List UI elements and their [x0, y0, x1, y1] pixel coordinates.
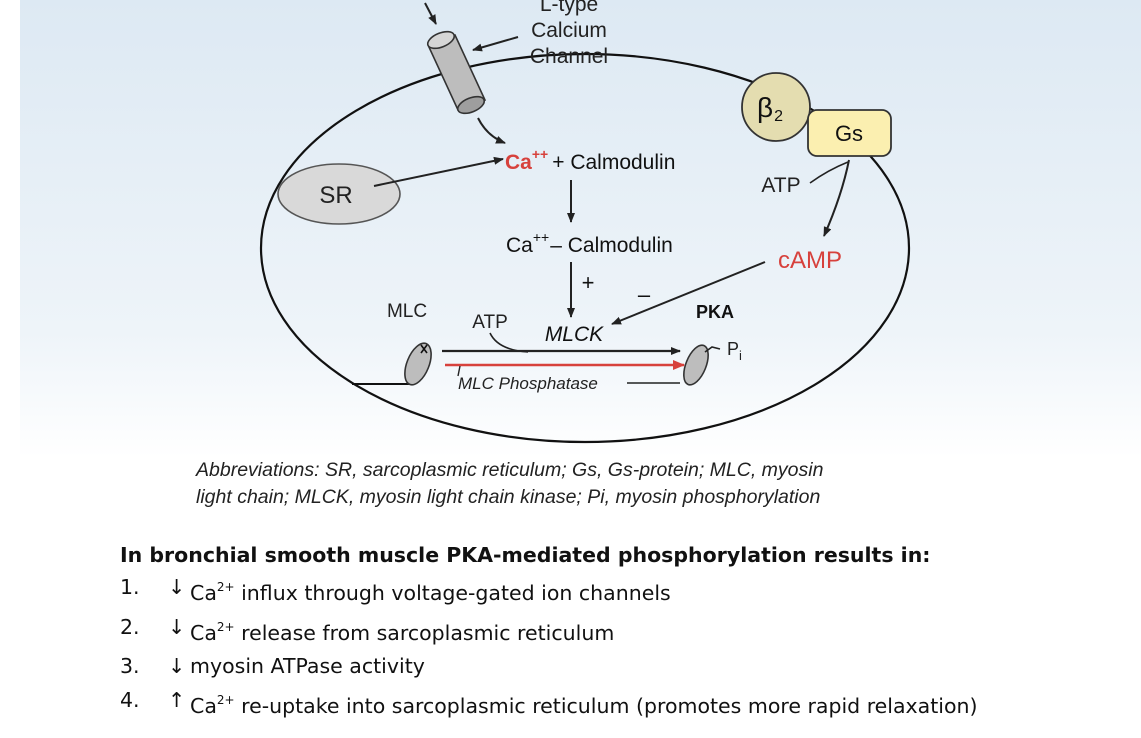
myosin-light-chain-right: [683, 344, 721, 386]
item-number: 1.: [120, 575, 140, 599]
atp-to-gs-line: [809, 161, 849, 184]
sr-label: SR: [319, 182, 352, 209]
channel-label-line3: Channel: [530, 45, 608, 68]
mlc-label: MLC: [387, 301, 427, 322]
atp-binding-curve: [489, 332, 529, 353]
abbreviations-text: Abbreviations: SR, sarcoplasmic reticulu…: [196, 457, 1016, 511]
item-number: 3.: [120, 654, 140, 678]
up-arrow-icon: ↑: [168, 687, 186, 712]
item-charge: 2+: [216, 692, 235, 707]
channel-to-ca-arrow: [477, 117, 506, 144]
item-charge: 2+: [216, 580, 235, 594]
channel-label-line1: L-type: [540, 0, 598, 16]
phosphatase-connector: [457, 365, 461, 377]
camp-label: cAMP: [778, 247, 842, 274]
item-ion: Ca: [190, 581, 217, 605]
item-ion: Ca: [190, 693, 217, 718]
item-charge: 2+: [216, 619, 235, 634]
beta2-symbol: β2: [757, 92, 783, 125]
down-arrow-icon: ↓: [168, 654, 186, 678]
smooth-muscle-signaling-diagram: L-type Calcium Channel β2 Gs ATP cAMP SR…: [259, 0, 911, 444]
list-item: 2. ↓ Ca2+ release from sarcoplasmic reti…: [120, 611, 1130, 651]
list-item: 3. ↓ myosin ATPase activity: [120, 650, 1130, 684]
effects-list: 1. ↓ Ca2+ influx through voltage-gated i…: [120, 571, 1130, 723]
item-ion: Ca: [190, 620, 217, 645]
atp-top-label: ATP: [761, 174, 800, 197]
mlck-label: MLCK: [545, 323, 604, 346]
minus-sign: –: [638, 282, 651, 307]
sarcoplasmic-reticulum: SR: [277, 163, 401, 225]
beta2-receptor: β2: [741, 72, 811, 142]
camp-to-mlck-arrow: [611, 261, 766, 325]
gs-label: Gs: [835, 121, 863, 146]
item-text: influx through voltage-gated ion channel…: [234, 581, 671, 605]
abbreviations-line2: light chain; MLCK, myosin light chain ki…: [196, 486, 821, 508]
summary-title: In bronchial smooth muscle PKA-mediated …: [120, 543, 931, 567]
item-text: re-uptake into sarcoplasmic reticulum (p…: [234, 693, 978, 718]
sr-to-ca-arrow: [373, 156, 504, 187]
channel-label-arrow: [472, 36, 519, 52]
ca-influx-arrow: [424, 2, 437, 25]
pi-label: Pi: [727, 339, 742, 363]
gs-protein: Gs: [807, 109, 892, 157]
list-item: 4. ↑ Ca2+ re-uptake into sarcoplasmic re…: [120, 684, 1130, 724]
abbreviations-line1: Abbreviations: SR, sarcoplasmic reticulu…: [196, 459, 824, 481]
mlc-phosphatase-label: MLC Phosphatase: [458, 374, 598, 393]
gs-to-camp-arrow: [823, 159, 850, 237]
item-number: 4.: [120, 687, 140, 712]
pka-effects-summary: In bronchial smooth muscle PKA-mediated …: [120, 543, 1130, 723]
item-number: 2.: [120, 614, 140, 639]
down-arrow-icon: ↓: [168, 614, 186, 639]
plus-sign: +: [582, 270, 595, 295]
ca-plus-calmodulin: Ca+++ Calmodulin: [505, 146, 675, 174]
down-arrow-icon: ↓: [168, 575, 186, 599]
calcium-channel-icon: [426, 30, 487, 115]
myosin-light-chain-left: [352, 342, 432, 386]
left-margin-strip: [0, 0, 20, 738]
cell-membrane: [259, 52, 911, 444]
item-text: myosin ATPase activity: [190, 654, 425, 678]
item-text: release from sarcoplasmic reticulum: [234, 620, 615, 645]
pka-label: PKA: [696, 302, 734, 322]
atp-bottom-label: ATP: [472, 312, 508, 333]
list-item: 1. ↓ Ca2+ influx through voltage-gated i…: [120, 571, 1130, 611]
channel-label-line2: Calcium: [531, 19, 607, 42]
ca-calmodulin-complex: Ca++– Calmodulin: [506, 229, 673, 257]
